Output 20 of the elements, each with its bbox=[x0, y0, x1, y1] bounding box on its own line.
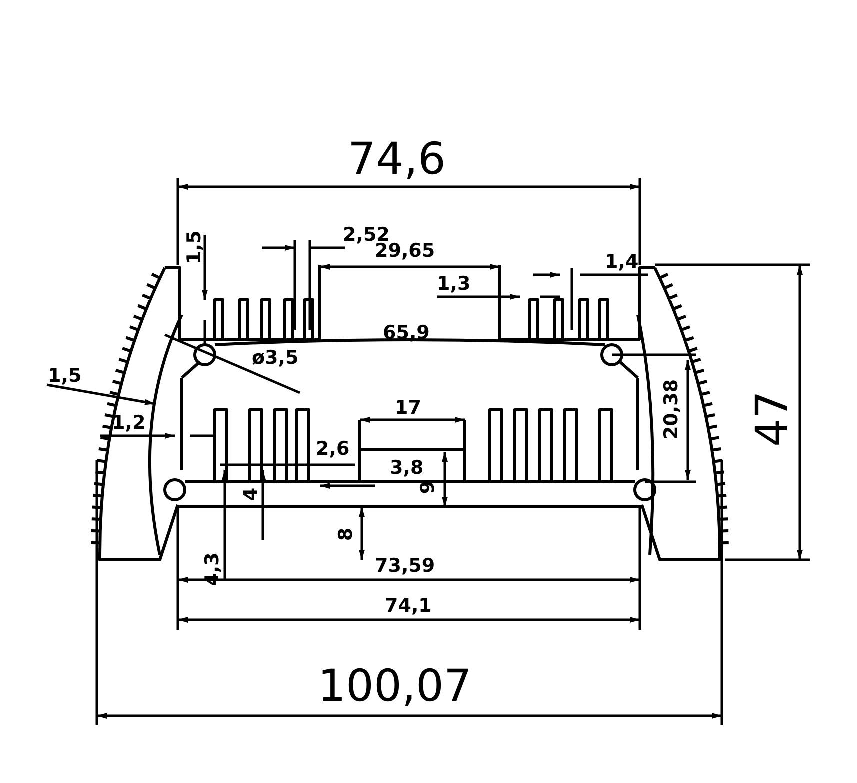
dimension-label: 8 bbox=[337, 528, 356, 542]
dimension-label: 2,52 bbox=[343, 226, 390, 245]
dimension-label: 73,59 bbox=[375, 557, 436, 576]
dimension-label: 1,5 bbox=[185, 230, 204, 264]
dimension-label: 3,8 bbox=[390, 459, 424, 478]
dimension-label: 29,65 bbox=[375, 242, 436, 261]
dimension-label: 65,9 bbox=[383, 324, 430, 343]
dimension-label: 2,6 bbox=[316, 440, 350, 459]
dimension-label: 4 bbox=[242, 488, 262, 502]
dimension-label: 74,1 bbox=[385, 597, 432, 616]
dimension-label: 100,07 bbox=[318, 665, 472, 709]
dimension-label: 1,3 bbox=[437, 275, 471, 294]
dimension-label: 1,5 bbox=[48, 367, 82, 386]
dimension-label: 74,6 bbox=[348, 138, 446, 182]
dimension-label: 20,38 bbox=[662, 379, 682, 440]
dimension-label: 17 bbox=[395, 399, 422, 418]
dimension-label: 1,4 bbox=[605, 253, 639, 272]
dimension-label: ø3,5 bbox=[252, 349, 299, 368]
dimension-label: 47 bbox=[751, 391, 795, 447]
dimension-label: 1,2 bbox=[112, 414, 146, 433]
